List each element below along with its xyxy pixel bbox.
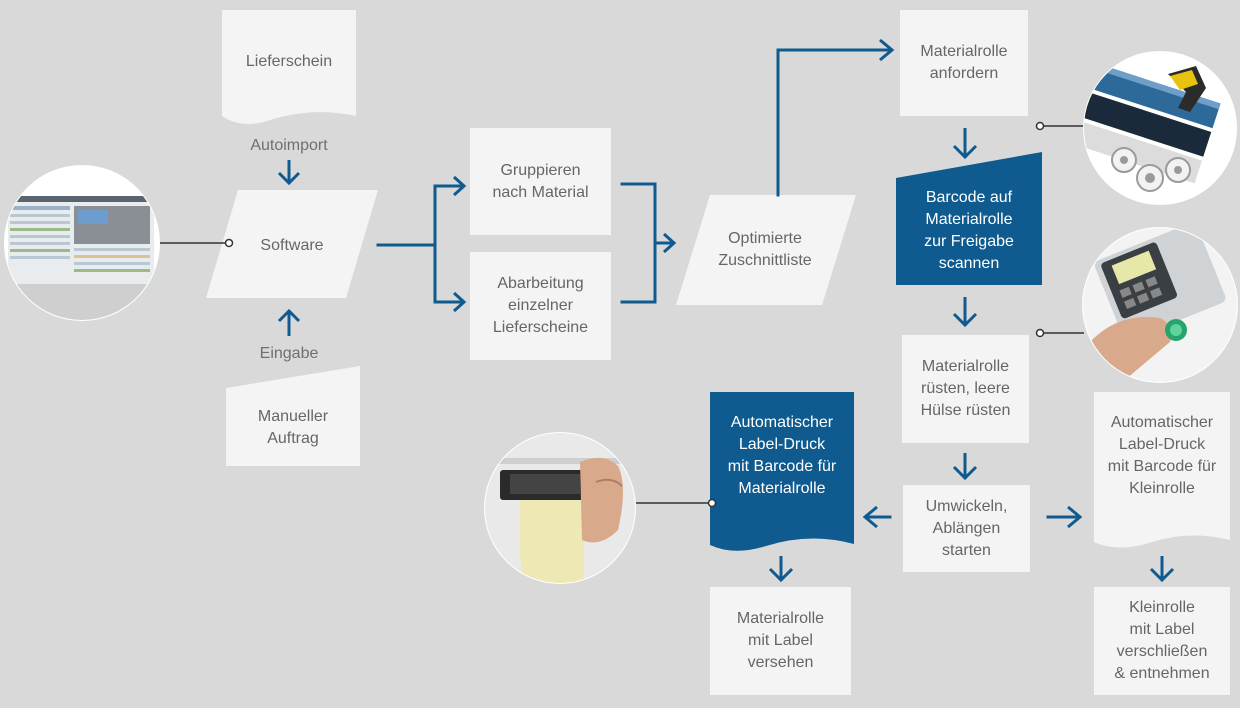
software-screenshot-photo [4,165,160,321]
manueller-auftrag-shape [226,366,360,466]
materialrolle-versehen-label: Materialrolle mit Label versehen [736,610,825,671]
lieferschein-label: Lieferschein [245,53,333,70]
down-arrow-anfordern [952,128,978,160]
zuschnittliste-label: Optimierte Zuschnittliste [718,230,812,269]
up-arrow-eingabe [277,308,301,336]
down-arrow-ruesten [952,453,978,481]
software-parallelogram-shape [206,190,378,298]
arrowhead-gruppieren [452,175,467,197]
arrowhead-materialrolle-label [862,505,878,529]
materialrolle-anfordern-label: Materialrolle anfordern [920,43,1008,82]
kleinrolle-verschliessen-box [1094,587,1230,695]
zuschnittliste-to-anfordern-connector [776,48,890,197]
arrowhead-anfordern [879,38,895,62]
barcode-scannen-label: Barcode auf Materialrolle zur Freigabe s… [924,189,1014,272]
arrowhead-zuschnittliste [662,232,677,254]
label-materialrolle-label: Automatischer Label-Druck mit Barcode fü… [727,414,837,497]
barcode-scanner-rolls-photo [1083,51,1237,205]
materialrolle-versehen-box [710,587,851,695]
terminal-connector-dot [1035,328,1045,338]
software-connector-dot [224,238,234,248]
umwickeln-label: Umwickeln, Ablängen starten [925,497,1008,559]
autoimport-label: Autoimport [250,137,328,154]
label-materialrolle-document-shape [710,392,854,551]
touch-terminal-photo [1082,227,1238,383]
kleinrolle-verschliessen-label: Kleinrolle mit Label verschließen & entn… [1114,599,1210,682]
arrowhead-abarbeitung [452,291,467,313]
merge-connector [620,182,674,304]
zuschnittliste-parallelogram-shape [676,195,856,305]
down-arrow-label-kleinrolle [1149,556,1175,583]
gruppieren-label: Gruppieren nach Material [492,161,589,201]
materialrolle-ruesten-box [902,335,1029,443]
arrowhead-kleinrolle-label [1067,505,1083,529]
label-printer-photo [484,432,636,584]
software-to-split-connector [376,184,437,304]
software-label: Software [260,237,324,254]
materialrolle-ruesten-label: Materialrolle rüsten, leere Hülse rüsten [920,358,1011,419]
abarbeitung-label: Abarbeitung einzelner Lieferscheine [492,275,589,336]
eingabe-label: Eingabe [259,345,319,362]
down-arrow-autoimport [277,160,301,186]
label-kleinrolle-label: Automatischer Label-Druck mit Barcode fü… [1107,414,1217,497]
gruppieren-box [470,128,611,235]
abarbeitung-box [470,252,611,360]
down-arrow-barcode [952,297,978,328]
label-kleinrolle-document-shape [1094,392,1230,548]
scanner-connector-dot [1035,121,1045,131]
printer-connector-dot [707,498,717,508]
umwickeln-box [903,485,1030,572]
down-arrow-label-materialrolle [768,556,794,583]
barcode-scannen-shape [896,152,1042,285]
lieferschein-document-shape [222,10,356,124]
materialrolle-anfordern-box [900,10,1028,116]
manueller-auftrag-label: Manueller Auftrag [257,408,329,447]
